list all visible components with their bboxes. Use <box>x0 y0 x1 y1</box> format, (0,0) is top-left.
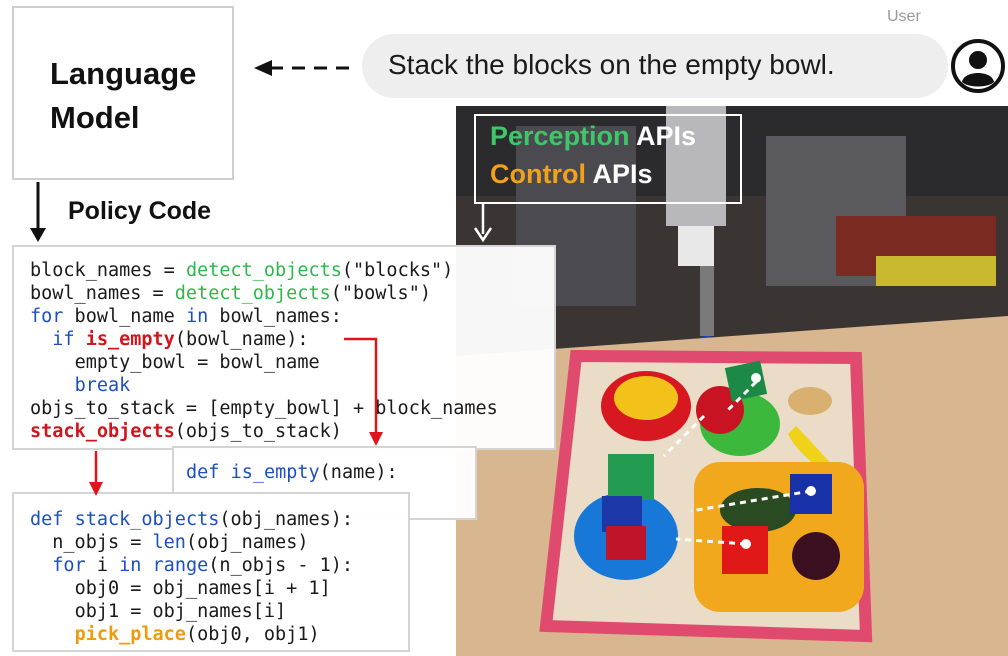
instruction-text: Stack the blocks on the empty bowl. <box>388 49 835 80</box>
code-line: break <box>30 374 498 397</box>
code-token: for <box>30 306 64 327</box>
code-line: obj0 = obj_names[i + 1] <box>30 577 353 600</box>
code-line: if is_empty(bowl_name): <box>30 328 498 351</box>
code-token: is_empty <box>230 462 320 483</box>
code-line: block_names = detect_objects("blocks") <box>30 259 498 282</box>
stack-objects-code-box <box>12 492 410 652</box>
code-token: (bowl_name): <box>174 329 309 350</box>
language-model-title: Language Model <box>50 52 196 140</box>
code-token: detect_objects <box>174 283 331 304</box>
code-token: detect_objects <box>185 260 342 281</box>
code-token: bowl_names: <box>208 306 342 327</box>
code-token: def <box>186 462 220 483</box>
code-token: range <box>152 555 209 576</box>
code-line: obj1 = obj_names[i] <box>30 600 353 623</box>
code-token: in <box>185 306 209 327</box>
code-token: obj1 = obj_names[i] <box>74 601 287 622</box>
code-token: stack_objects <box>30 421 175 442</box>
code-line: empty_bowl = bowl_name <box>30 351 498 374</box>
code-token: bowl_name <box>63 306 186 327</box>
code-token: (obj_names): <box>219 509 354 530</box>
user-avatar-icon <box>951 39 1005 93</box>
code-token: obj0 = obj_names[i + 1] <box>74 578 331 599</box>
perception-word: Perception <box>490 121 630 151</box>
code-token: (n_objs - 1): <box>208 555 354 576</box>
code-line: bowl_names = detect_objects("bowls") <box>30 282 498 305</box>
stack-objects-code-block: def stack_objects(obj_names): n_objs = l… <box>30 508 353 646</box>
code-line: stack_objects(objs_to_stack) <box>30 420 498 443</box>
code-line: objs_to_stack = [empty_bowl] + block_nam… <box>30 397 498 420</box>
policy-code-box <box>12 245 556 450</box>
language-model-line2: Model <box>50 100 140 135</box>
code-token: (objs_to_stack) <box>174 421 342 442</box>
code-token: def <box>30 509 64 530</box>
code-line: def stack_objects(obj_names): <box>30 508 353 531</box>
code-token: stack_objects <box>74 509 220 530</box>
down-arrow <box>30 182 46 242</box>
code-token: pick_place <box>74 624 186 645</box>
code-token: in <box>119 555 142 576</box>
code-token: i <box>85 555 120 576</box>
code-token: (name): <box>319 462 398 483</box>
user-label: User <box>887 8 921 25</box>
language-model-box <box>12 6 234 180</box>
apis-word-1: APIs <box>636 121 697 151</box>
code-token: (obj0, obj1) <box>185 624 320 645</box>
code-token: empty_bowl = bowl_name <box>74 352 320 373</box>
is-empty-code-block: def is_empty(name): ... <box>186 461 398 507</box>
code-line: pick_place(obj0, obj1) <box>30 623 353 646</box>
language-model-line1: Language <box>50 56 197 91</box>
code-token: n_objs = <box>52 532 153 553</box>
code-token: for <box>52 555 86 576</box>
apis-box <box>474 114 742 204</box>
code-token: break <box>74 375 131 396</box>
code-line: n_objs = len(obj_names) <box>30 531 353 554</box>
code-token: ("bowls") <box>330 283 431 304</box>
apis-word-2: APIs <box>592 159 653 189</box>
control-apis-label: Control APIs <box>490 159 653 190</box>
code-token: (obj_names) <box>185 532 309 553</box>
control-word: Control <box>490 159 586 189</box>
code-line: for bowl_name in bowl_names: <box>30 305 498 328</box>
code-token: ("blocks") <box>341 260 454 281</box>
instruction-bubble <box>362 34 948 98</box>
policy-code-label: Policy Code <box>68 197 212 225</box>
dashed-arrow-left <box>254 60 358 76</box>
code-line: def is_empty(name): <box>186 461 398 484</box>
code-token: objs_to_stack = [empty_bowl] + block_nam… <box>30 398 498 419</box>
code-token: is_empty <box>85 329 175 350</box>
policy-code-block: block_names = detect_objects("blocks")bo… <box>30 259 498 443</box>
perception-apis-label: Perception APIs <box>490 121 696 152</box>
code-token: len <box>152 532 186 553</box>
code-token: bowl_names = <box>30 283 175 304</box>
code-line: for i in range(n_objs - 1): <box>30 554 353 577</box>
apis-pointer-arrow <box>473 204 493 243</box>
code-token: if <box>52 329 75 350</box>
code-token: block_names = <box>30 260 186 281</box>
